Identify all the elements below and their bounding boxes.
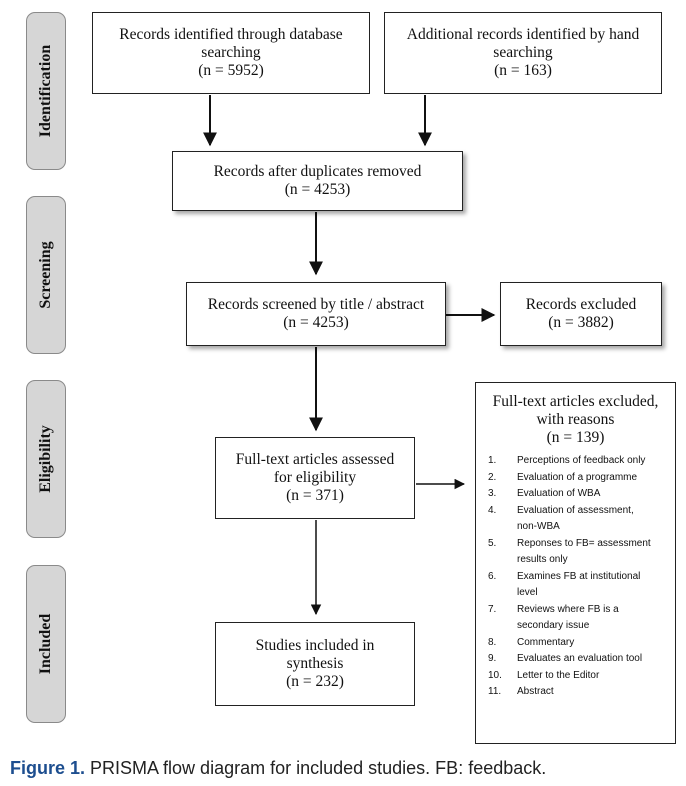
exclusion-reason-number: 9. bbox=[488, 653, 497, 664]
studies-included-count: (n = 232) bbox=[286, 673, 344, 690]
records-excluded-text: Records excluded bbox=[525, 296, 637, 313]
exclusion-reason-item: 3. Evaluation of WBA bbox=[476, 486, 675, 503]
studies-included-text-1: Studies included in bbox=[255, 637, 375, 654]
phase-screening: Screening bbox=[26, 196, 66, 354]
fulltext-excluded-header: Full-text articles excluded, with reason… bbox=[476, 393, 675, 447]
hand-search-text-2: searching bbox=[493, 44, 553, 61]
duplicates-removed-text: Records after duplicates removed bbox=[213, 163, 422, 180]
fulltext-assessed-count: (n = 371) bbox=[286, 487, 344, 504]
figure-caption-text: PRISMA flow diagram for included studies… bbox=[90, 758, 547, 778]
exclusion-reason-text: Perceptions of feedback only bbox=[517, 455, 646, 466]
exclusion-reason-item: 9. Evaluates an evaluation tool bbox=[476, 651, 675, 668]
exclusion-reason-number: 8. bbox=[488, 636, 497, 648]
exclusion-reason-item: 5. Reponses to FB= assessment results onl… bbox=[476, 536, 675, 569]
db-search-text-2: searching bbox=[201, 44, 261, 61]
exclusion-reason-number: 11. bbox=[488, 686, 502, 697]
fulltext-assessed-box: Full-text articles assessed for eligibil… bbox=[215, 437, 415, 519]
phase-eligibility: Eligibility bbox=[26, 380, 66, 538]
exclusion-reason-item: 1. Perceptions of feedback only bbox=[476, 453, 675, 470]
exclusion-reason-text: Letter to the Editor bbox=[517, 669, 600, 681]
phase-included: Included bbox=[26, 565, 66, 723]
fulltext-excluded-box: Full-text articles excluded, with reason… bbox=[475, 382, 676, 744]
records-excluded-box: Records excluded (n = 3882) bbox=[500, 282, 662, 346]
fulltext-excluded-text-2: with reasons bbox=[536, 411, 615, 428]
fulltext-excluded-count: (n = 139) bbox=[546, 429, 605, 446]
exclusion-reason-item: 11. Abstract bbox=[476, 684, 675, 701]
duplicates-removed-count: (n = 4253) bbox=[284, 181, 351, 198]
hand-search-text-1: Additional records identified by hand bbox=[406, 26, 640, 43]
exclusion-reason-item: 4. Evaluation of assessment, non-WBA bbox=[476, 503, 675, 536]
records-excluded-count: (n = 3882) bbox=[548, 314, 614, 331]
exclusion-reason-text: Evaluation of assessment, non-WBA bbox=[517, 504, 634, 533]
exclusion-reason-number: 4. bbox=[488, 504, 497, 516]
hand-search-count: (n = 163) bbox=[494, 62, 552, 79]
exclusion-reason-item: 10. Letter to the Editor bbox=[476, 668, 675, 685]
exclusion-reason-text: Reviews where FB is a secondary issue bbox=[517, 603, 619, 632]
db-search-box: Records identified through database sear… bbox=[92, 12, 370, 94]
db-search-text-1: Records identified through database bbox=[119, 26, 343, 43]
db-search-count: (n = 5952) bbox=[198, 62, 264, 79]
exclusion-reason-number: 1. bbox=[488, 455, 497, 466]
duplicates-removed-box: Records after duplicates removed (n = 42… bbox=[172, 151, 463, 211]
fulltext-assessed-text-2: for eligibility bbox=[273, 469, 357, 486]
exclusion-reason-item: 8. Commentary bbox=[476, 635, 675, 652]
fulltext-excluded-text-1: Full-text articles excluded, bbox=[492, 393, 659, 410]
exclusion-reason-text: Evaluation of a programme bbox=[517, 471, 638, 483]
exclusion-reason-text: Commentary bbox=[517, 636, 575, 648]
exclusion-reason-text: Evaluates an evaluation tool bbox=[517, 653, 643, 664]
exclusion-reason-number: 3. bbox=[488, 488, 497, 499]
screened-text: Records screened by title / abstract bbox=[207, 296, 425, 313]
exclusion-reason-text: Evaluation of WBA bbox=[517, 488, 601, 499]
exclusion-reason-number: 2. bbox=[488, 471, 497, 483]
exclusion-reasons-list: 1. Perceptions of feedback only 2. Evaluati… bbox=[476, 453, 675, 701]
hand-search-box: Additional records identified by hand se… bbox=[384, 12, 662, 94]
exclusion-reason-item: 7. Reviews where FB is a secondary issue bbox=[476, 602, 675, 635]
exclusion-reason-number: 7. bbox=[488, 603, 497, 615]
studies-included-text-2: synthesis bbox=[286, 655, 344, 672]
phase-identification: Identification bbox=[26, 12, 66, 170]
screened-box: Records screened by title / abstract (n … bbox=[186, 282, 446, 346]
exclusion-reason-number: 10. bbox=[488, 669, 502, 681]
studies-included-box: Studies included in synthesis (n = 232) bbox=[215, 622, 415, 706]
fulltext-assessed-text-1: Full-text articles assessed bbox=[235, 451, 395, 468]
figure-caption: Figure 1. PRISMA flow diagram for includ… bbox=[10, 758, 546, 779]
exclusion-reason-item: 2. Evaluation of a programme bbox=[476, 470, 675, 487]
exclusion-reason-text: Reponses to FB= assessment results only bbox=[517, 537, 651, 566]
exclusion-reason-text: Abstract bbox=[517, 686, 554, 697]
exclusion-reason-number: 6. bbox=[488, 570, 497, 582]
screened-count: (n = 4253) bbox=[283, 314, 349, 331]
exclusion-reason-number: 5. bbox=[488, 537, 497, 549]
exclusion-reason-text: Examines FB at institutional level bbox=[517, 570, 641, 599]
figure-label: Figure 1. bbox=[10, 758, 86, 778]
exclusion-reason-item: 6. Examines FB at institutional level bbox=[476, 569, 675, 602]
